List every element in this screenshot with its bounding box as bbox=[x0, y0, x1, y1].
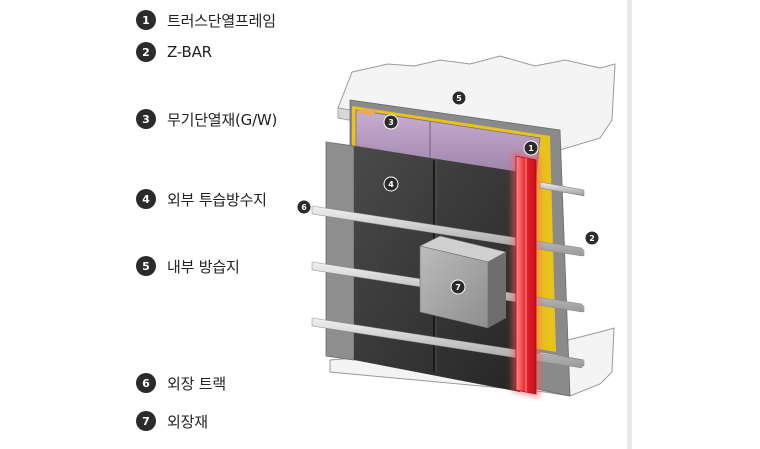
callout-6-label: 6 bbox=[301, 203, 307, 212]
legend-item-truss-frame: 1 트러스단열프레임 bbox=[136, 8, 276, 32]
callout-3-label: 3 bbox=[388, 118, 394, 127]
callout-1-label: 1 bbox=[528, 144, 534, 153]
legend-label: 트러스단열프레임 bbox=[167, 11, 276, 30]
legend-label: 외장재 bbox=[167, 412, 208, 431]
legend-item-cladding: 7 외장재 bbox=[136, 409, 208, 433]
callout-4-label: 4 bbox=[388, 180, 394, 189]
legend-number-badge: 4 bbox=[136, 189, 156, 209]
callout-7-label: 7 bbox=[455, 283, 461, 292]
legend-item-vapor-barrier: 5 내부 방습지 bbox=[136, 254, 240, 278]
callout-4: 4 bbox=[383, 176, 399, 192]
right-divider bbox=[627, 0, 632, 449]
callout-3: 3 bbox=[383, 114, 399, 130]
truss-insulation-frame bbox=[512, 152, 540, 398]
legend-number-badge: 3 bbox=[136, 109, 156, 129]
legend-number-badge: 5 bbox=[136, 256, 156, 276]
legend-label: 내부 방습지 bbox=[167, 257, 240, 276]
callout-2: 2 bbox=[584, 230, 600, 246]
callout-6: 6 bbox=[296, 199, 312, 215]
callout-2-label: 2 bbox=[589, 234, 595, 243]
legend-item-outer-membrane: 4 외부 투습방수지 bbox=[136, 187, 267, 211]
callout-5: 5 bbox=[451, 90, 467, 106]
legend-number-badge: 7 bbox=[136, 411, 156, 431]
legend-item-z-bar: 2 Z-BAR bbox=[136, 40, 212, 64]
legend-number-badge: 1 bbox=[136, 10, 156, 30]
legend-label: 외장 트랙 bbox=[167, 374, 226, 393]
legend-label: Z-BAR bbox=[167, 43, 212, 61]
legend-number-badge: 2 bbox=[136, 42, 156, 62]
legend-item-cladding-track: 6 외장 트랙 bbox=[136, 371, 226, 395]
callout-5-label: 5 bbox=[456, 94, 462, 103]
callout-1: 1 bbox=[523, 140, 539, 156]
legend-item-insulation: 3 무기단열재(G/W) bbox=[136, 107, 277, 131]
callout-7: 7 bbox=[450, 279, 466, 295]
legend-label: 외부 투습방수지 bbox=[167, 190, 267, 209]
legend-label: 무기단열재(G/W) bbox=[167, 110, 278, 129]
legend-number-badge: 6 bbox=[136, 373, 156, 393]
